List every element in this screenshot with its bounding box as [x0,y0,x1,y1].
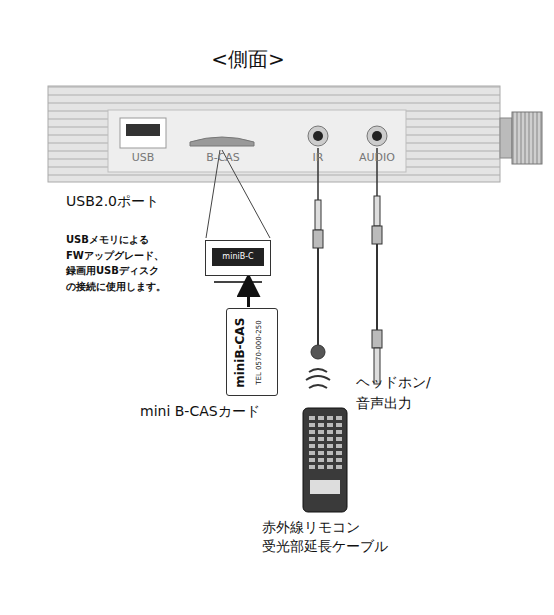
port-name: USB2.0ポート [66,192,159,210]
note-text: USBメモリによる FWアップグレード、 録画用USBディスク の接続に使用しま… [66,232,188,294]
slot-label: miniB-C [212,248,264,266]
view-title: <側面> [0,46,496,72]
bcas-card: miniB-CAS TEL 0570-000-250 [226,308,278,396]
remote-buttons [309,416,342,469]
cable-label: 赤外線リモコン 受光部延長ケーブル [262,518,432,556]
ir-cable [306,148,330,388]
port-label: B-CAS [192,151,254,165]
card-label: mini B-CASカード [140,402,260,420]
port-label: USB [120,151,166,165]
audio-jack [367,126,387,146]
bcas-slot [190,137,254,146]
port-label: AUDIO [352,151,402,165]
output-label: ヘッドホン/ 音声出力 [356,372,456,414]
ir-jack [308,126,328,146]
usb-port [120,118,166,148]
remote-control [303,408,347,512]
port-label: IR [303,151,333,165]
audio-cable [372,148,382,384]
insert-arrow [247,279,250,307]
card-name: miniB-CAS [233,318,249,388]
callout [206,150,270,282]
slot-callout-box: miniB-C [205,240,271,276]
device-housing [48,86,542,182]
card-small-text: TEL 0570-000-250 [254,321,263,385]
